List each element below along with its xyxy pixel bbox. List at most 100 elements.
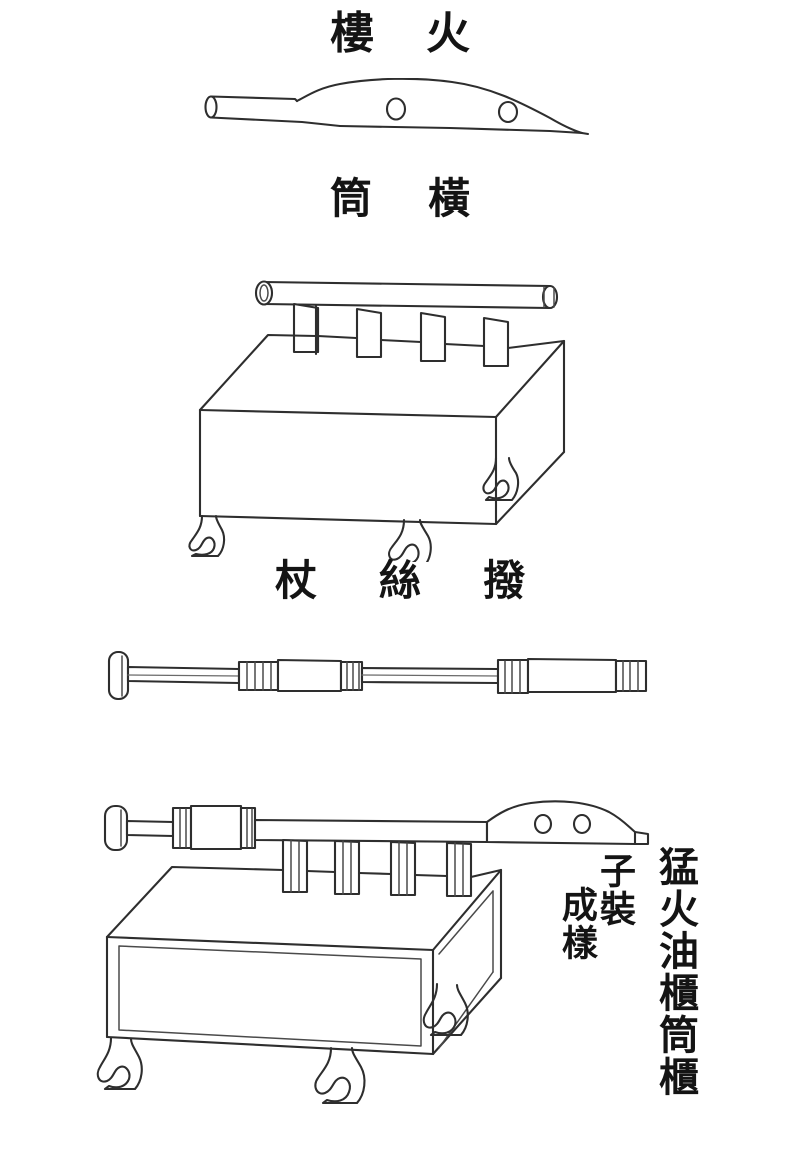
assembly-foot-back-right — [422, 982, 469, 1037]
assembly-cab-top-left — [105, 865, 285, 939]
cabinet-bottom-front-edge — [198, 514, 498, 526]
label-fire-tower-char-1: 樓 — [330, 8, 374, 59]
assembly-cab-top-seg2 — [357, 871, 393, 876]
assembly-post-3-lines — [398, 841, 408, 896]
cabinet-feet — [188, 456, 520, 562]
label-horizontal-cylinder-char-2: 橫 — [428, 174, 471, 223]
assembly-post-4-lines — [454, 842, 464, 897]
assembly-post-4 — [445, 841, 473, 898]
cabinet-top-edge-seg4 — [506, 339, 566, 350]
cabinet-top — [198, 333, 566, 419]
rod-band-b2-collar — [614, 659, 648, 693]
label-horizontal-cylinder-char-1: 筒 — [329, 174, 372, 223]
assembly-plunger-collar-left-rings — [179, 808, 187, 848]
rod-band-a-rings — [246, 661, 272, 691]
rod-band-a2-rings — [346, 661, 360, 691]
cabinet-top-left-edge — [198, 333, 318, 412]
label-draw-wire-rod-char-3: 撥 — [483, 556, 526, 605]
assembly-plunger-collar-left — [171, 806, 193, 850]
assembly-cylinder — [253, 818, 489, 844]
cabinet-top-front-edge — [198, 408, 498, 419]
assembly-cab-top-seg3 — [413, 873, 449, 878]
assembly-handle — [103, 804, 129, 852]
assembly-foot-front-left — [96, 1036, 143, 1091]
fire-tower-drawing — [204, 78, 590, 136]
cylinder-tube — [262, 280, 552, 310]
assembly-piston-shaft — [125, 819, 175, 838]
rod-band-block-b — [496, 657, 648, 695]
rod-plunger-a-body — [276, 658, 343, 693]
assembly-cylinder-tube — [253, 818, 489, 844]
nozzle-vent-hole-2 — [497, 100, 519, 124]
rod-band-b-rings — [504, 660, 521, 694]
figure-draw-wire-rod — [100, 640, 660, 710]
support-post-3 — [419, 311, 447, 363]
assembly-cab-top-front — [105, 935, 435, 952]
assembly-cab-top-seg4 — [469, 868, 503, 879]
assembly-fire-tower — [485, 800, 650, 846]
assembly-nozzle-hump — [485, 800, 637, 846]
cabinet-bottom-right-edge — [494, 450, 566, 526]
cylinder-right-cap — [541, 284, 559, 310]
nozzle-barrel-bottom — [209, 116, 342, 128]
assembly-post-1 — [281, 838, 309, 894]
assembly-cab-recessed-panel — [118, 945, 422, 1047]
cabinet-top-right-edge — [494, 339, 566, 419]
colophon-secondary-bottom: 成樣 — [555, 886, 598, 962]
rod-shaft-2-centerline — [361, 674, 499, 677]
label-draw-wire-rod-char-2: 絲 — [378, 556, 421, 605]
assembly-cab-top-seg1 — [305, 869, 337, 874]
cabinet-top-edge-seg2 — [379, 338, 423, 344]
assembly-piston — [103, 804, 257, 852]
assembly-plunger-collar-right — [239, 806, 257, 850]
assembly-post-2 — [333, 839, 361, 896]
rod-plunger-b-body — [526, 657, 618, 694]
assembly-cabinet-top — [105, 865, 503, 952]
assembly-cab-bottom-front — [105, 1035, 435, 1056]
cylinder-body — [254, 280, 559, 310]
assembly-cab-top-right — [431, 868, 503, 952]
rod-band-a-collar — [237, 660, 280, 692]
colophon-main-column: 猛火油櫃筒櫃 — [652, 846, 699, 1098]
cabinet-top-edge-seg3 — [443, 342, 486, 348]
label-draw-wire-rod: 杖 絲 撥 — [0, 560, 800, 602]
support-post-4 — [482, 316, 510, 368]
cylinder-left-cap — [254, 280, 274, 306]
rod-shaft-1-centerline — [127, 674, 240, 677]
label-draw-wire-rod-char-1: 杖 — [274, 556, 317, 605]
assembly-post-3 — [389, 840, 417, 897]
foot-front-left — [188, 514, 226, 558]
assembly-post-2-lines — [342, 840, 352, 895]
nozzle-tail-edge — [580, 131, 590, 136]
nozzle-hump-top — [295, 78, 584, 135]
assembly-foot-front-right — [314, 1046, 366, 1105]
assembly-vent-hole-1 — [533, 813, 553, 835]
label-fire-tower-char-2: 火 — [426, 8, 470, 59]
foot-front-right — [388, 518, 432, 562]
assembly-plunger-body — [189, 804, 243, 851]
assembly-plunger-collar-right-rings — [246, 808, 253, 848]
assembly-support-posts — [281, 838, 473, 898]
assembly-cabinet-body — [105, 868, 503, 1056]
assembly-vent-hole-2 — [572, 813, 592, 835]
cylinder-left-bore — [259, 284, 269, 302]
figure-fire-tower — [190, 78, 590, 158]
nozzle-vent-hole-1 — [385, 97, 407, 121]
assembly-drawing — [96, 800, 650, 1105]
support-post-1 — [292, 302, 320, 354]
rod-t-handle — [107, 650, 130, 701]
label-fire-tower: 樓 火 — [0, 12, 800, 56]
rod-band-b-collar — [496, 658, 530, 695]
figure-assembly — [95, 782, 660, 1122]
draw-wire-rod-drawing — [107, 650, 648, 701]
horizontal-cylinder-drawing — [188, 280, 566, 562]
foot-back-right — [482, 456, 520, 502]
rod-band-b2-rings — [622, 660, 639, 692]
assembly-cab-side-inner-bottom — [438, 971, 494, 1049]
label-horizontal-cylinder: 筒 橫 — [0, 178, 800, 220]
support-post-1-edge — [314, 304, 320, 356]
assembly-cab-side-inner-top — [438, 890, 494, 955]
cabinet-body — [198, 339, 566, 526]
nozzle-muzzle-opening — [204, 95, 218, 119]
